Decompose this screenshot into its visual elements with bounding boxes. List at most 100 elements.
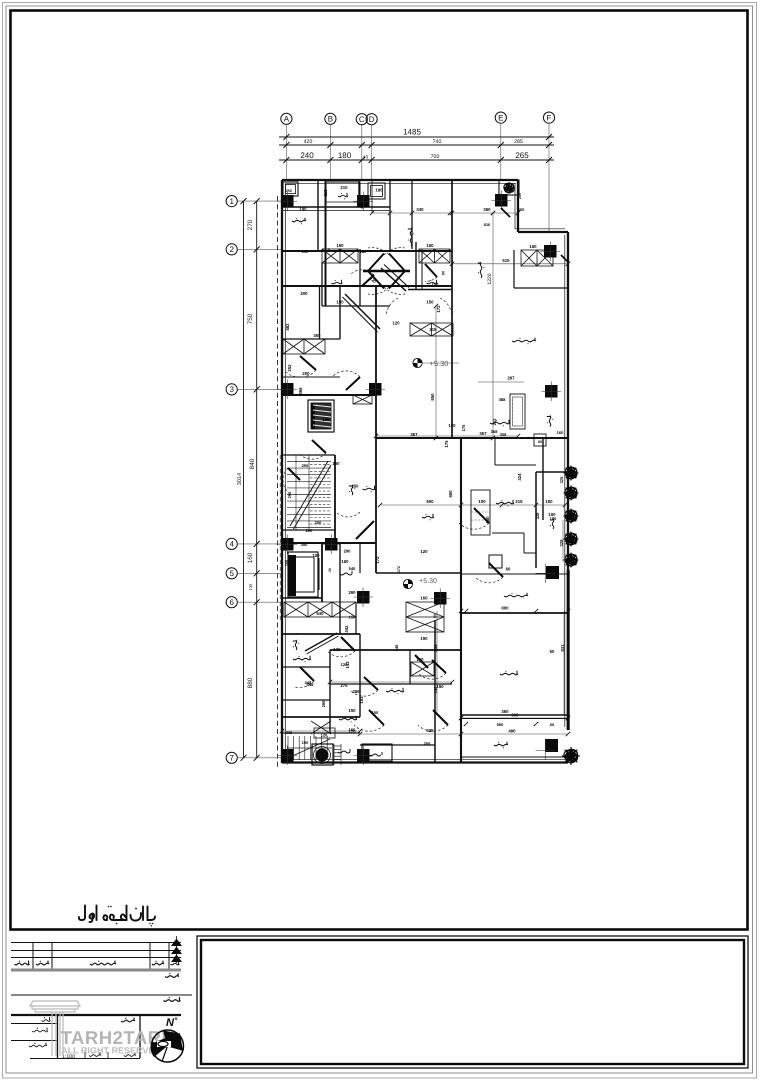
svg-text:180: 180	[550, 516, 557, 521]
svg-text:172: 172	[375, 556, 380, 564]
svg-text:367: 367	[410, 432, 418, 437]
svg-text:150: 150	[302, 249, 309, 254]
svg-text:150: 150	[348, 708, 356, 713]
svg-text:831: 831	[560, 644, 565, 652]
svg-text:265: 265	[515, 151, 529, 160]
svg-text:200: 200	[321, 700, 326, 708]
svg-text:1172: 1172	[397, 566, 401, 574]
svg-text:145: 145	[394, 644, 399, 651]
svg-text:850: 850	[430, 393, 435, 401]
svg-text:700: 700	[431, 154, 440, 160]
svg-text:120: 120	[333, 647, 341, 652]
svg-text:490: 490	[508, 729, 516, 734]
svg-text:740: 740	[433, 139, 442, 145]
svg-text:290: 290	[348, 590, 356, 595]
svg-text:7: 7	[229, 754, 234, 763]
svg-text:160: 160	[420, 596, 428, 601]
svg-text:150: 150	[336, 243, 344, 248]
svg-text:880: 880	[247, 677, 254, 688]
svg-text:360: 360	[501, 709, 509, 714]
svg-text:E: E	[498, 113, 503, 122]
svg-text:60: 60	[550, 649, 555, 654]
svg-text:180: 180	[529, 244, 537, 249]
svg-text:300: 300	[518, 207, 525, 212]
svg-text:160: 160	[349, 727, 356, 732]
svg-text:180: 180	[375, 188, 383, 193]
svg-text:205: 205	[424, 741, 431, 746]
svg-text:ALL RIGHT RESERVED: ALL RIGHT RESERVED	[61, 1046, 161, 1056]
svg-text:180: 180	[548, 512, 556, 517]
svg-text:180: 180	[338, 151, 352, 160]
svg-text:120: 120	[369, 276, 378, 285]
svg-text:800: 800	[501, 606, 509, 611]
svg-text:B: B	[328, 115, 333, 124]
svg-text:215: 215	[515, 499, 523, 504]
svg-text:190: 190	[299, 207, 307, 212]
svg-text:325: 325	[559, 476, 564, 483]
svg-text:135: 135	[248, 583, 253, 590]
svg-text:120: 120	[392, 321, 400, 326]
svg-text:1:100: 1:100	[62, 1054, 75, 1060]
svg-text:90: 90	[442, 271, 446, 275]
svg-text:D: D	[369, 115, 375, 124]
svg-text:175: 175	[444, 440, 449, 448]
svg-text:180: 180	[312, 553, 320, 558]
svg-text:F: F	[547, 113, 552, 122]
svg-text:365: 365	[313, 333, 321, 338]
svg-text:285: 285	[514, 139, 523, 145]
svg-text:250: 250	[352, 484, 360, 489]
svg-text:6: 6	[229, 598, 234, 607]
svg-text:170: 170	[348, 729, 356, 734]
svg-text:180: 180	[426, 243, 434, 248]
svg-text:1220: 1220	[487, 273, 493, 284]
svg-text:4: 4	[229, 540, 234, 549]
svg-text:324: 324	[517, 473, 522, 481]
svg-text:250: 250	[332, 461, 340, 466]
svg-text:215: 215	[429, 327, 437, 332]
svg-text:120: 120	[341, 662, 348, 667]
svg-text:150: 150	[349, 615, 356, 620]
svg-text:20: 20	[328, 568, 332, 572]
svg-text:160: 160	[247, 552, 254, 563]
svg-text:200: 200	[302, 371, 310, 376]
svg-text:750: 750	[247, 313, 254, 324]
svg-text:80: 80	[433, 614, 437, 618]
svg-text:486: 486	[352, 689, 360, 694]
svg-text:20: 20	[327, 248, 331, 252]
svg-text:290: 290	[306, 528, 314, 533]
svg-text:325: 325	[426, 728, 434, 733]
svg-text:120: 120	[321, 733, 328, 738]
svg-text:252: 252	[492, 418, 497, 426]
svg-text:338: 338	[286, 731, 292, 735]
svg-text:540: 540	[316, 611, 324, 616]
svg-text:120: 120	[420, 549, 428, 554]
svg-text:200: 200	[300, 291, 308, 296]
svg-text:180: 180	[341, 559, 349, 564]
svg-text:400: 400	[448, 490, 453, 498]
svg-text:175: 175	[461, 424, 466, 431]
svg-text:40: 40	[360, 205, 364, 209]
svg-text:180: 180	[322, 417, 330, 422]
svg-text:250: 250	[286, 189, 292, 193]
svg-text:60: 60	[538, 440, 542, 444]
svg-text:367: 367	[479, 431, 487, 436]
svg-text:340: 340	[416, 207, 424, 212]
svg-text:368: 368	[491, 429, 498, 434]
svg-text:A: A	[284, 115, 290, 124]
svg-text:150: 150	[432, 282, 439, 287]
svg-text:342: 342	[344, 625, 349, 633]
svg-text:560: 560	[497, 722, 504, 727]
svg-text:110: 110	[323, 189, 328, 197]
svg-text:150: 150	[426, 300, 434, 305]
svg-text:500: 500	[426, 499, 434, 504]
svg-text:TARH2TARH: TARH2TARH	[61, 1027, 176, 1048]
svg-text:160: 160	[557, 430, 564, 435]
svg-text:297: 297	[507, 376, 515, 381]
svg-text:+5.30: +5.30	[430, 359, 449, 368]
svg-text:3014: 3014	[237, 473, 243, 485]
svg-text:150: 150	[436, 684, 444, 689]
svg-text:488: 488	[499, 397, 507, 402]
svg-text:328: 328	[559, 539, 564, 547]
svg-text:252: 252	[287, 364, 292, 372]
svg-text:540: 540	[349, 566, 356, 571]
